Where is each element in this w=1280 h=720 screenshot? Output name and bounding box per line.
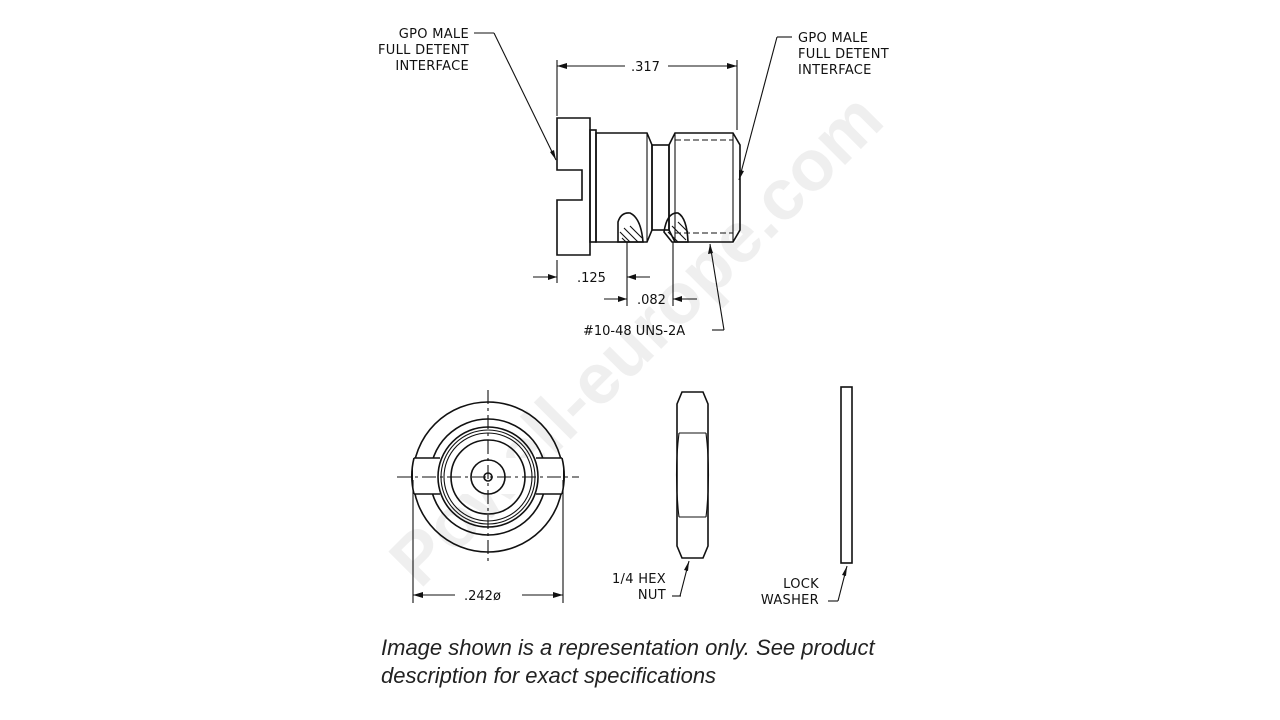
lock-washer: LOCK WASHER bbox=[761, 386, 853, 608]
lock-washer-label-2: WASHER bbox=[761, 593, 819, 608]
dim-groove: .082 bbox=[637, 293, 666, 308]
svg-text:GPO MALE: GPO MALE bbox=[399, 27, 469, 42]
hex-nut-label-2: NUT bbox=[638, 588, 666, 603]
dim-overall-length: .317 bbox=[631, 60, 660, 75]
dim-diameter: .242ø bbox=[464, 589, 501, 604]
svg-text:INTERFACE: INTERFACE bbox=[798, 63, 872, 78]
lock-washer-label-1: LOCK bbox=[783, 577, 819, 592]
svg-text:INTERFACE: INTERFACE bbox=[395, 59, 469, 74]
connector-front-view: .242ø bbox=[397, 390, 579, 604]
svg-text:FULL DETENT: FULL DETENT bbox=[378, 43, 469, 58]
dim-flange: .125 bbox=[577, 271, 606, 286]
svg-text:GPO MALE: GPO MALE bbox=[798, 31, 868, 46]
callout-right: GPO MALE FULL DETENT INTERFACE bbox=[798, 31, 889, 78]
hex-nut-label-1: 1/4 HEX bbox=[612, 572, 666, 587]
svg-text:FULL DETENT: FULL DETENT bbox=[798, 47, 889, 62]
caption-line-2: description for exact specifications bbox=[381, 663, 717, 688]
disclaimer-caption: Image shown is a representation only. Se… bbox=[381, 634, 941, 690]
connector-side-view: .317 .125 .082 #10-48 UNS-2A bbox=[474, 32, 792, 339]
hex-nut: 1/4 HEX NUT bbox=[612, 391, 710, 603]
caption-line-1: Image shown is a representation only. Se… bbox=[381, 635, 875, 660]
thread-callout: #10-48 UNS-2A bbox=[583, 324, 685, 339]
callout-left: GPO MALE FULL DETENT INTERFACE bbox=[378, 27, 469, 74]
